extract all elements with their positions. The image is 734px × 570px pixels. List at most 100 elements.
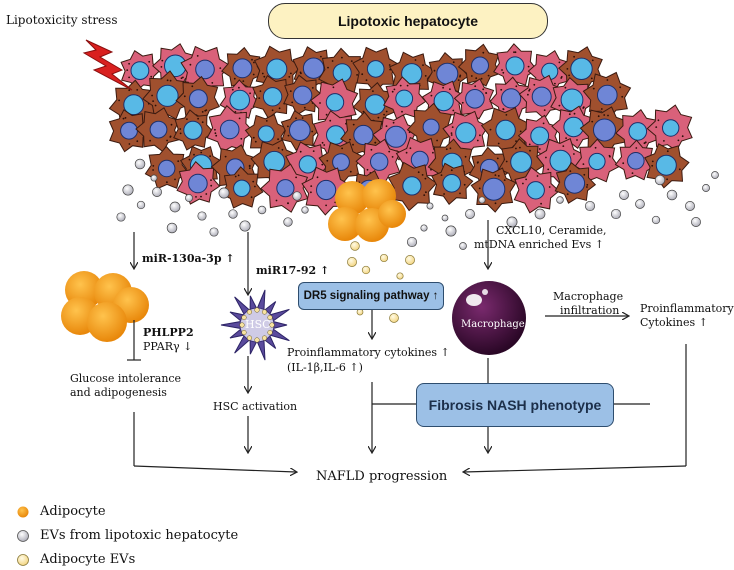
ev-vesicle	[478, 196, 486, 204]
nucleus	[422, 118, 440, 136]
nucleus	[370, 152, 389, 171]
ev-vesicle	[635, 199, 645, 209]
adipo-cytokines-label-2: (IL-1β,IL-6 ↑)	[287, 361, 363, 374]
legend-label-adipocyte-ev: Adipocyte EVs	[40, 552, 136, 567]
ev-vesicle	[283, 217, 293, 227]
nucleus	[326, 125, 346, 145]
macrophage-cell-label: Macrophage	[461, 319, 525, 330]
evs-label-2: mtDNA enriched Evs ↑	[474, 238, 605, 251]
ev-vesicle	[459, 242, 467, 250]
adipocyte-ev-vesicle	[396, 272, 404, 280]
adipocyte-ev-vesicle	[361, 265, 371, 275]
hepatic-stellate-cell	[220, 289, 290, 361]
ev-vesicle	[116, 212, 126, 222]
nucleus	[364, 94, 386, 115]
fibrosis-label: Fibrosis NASH phenotype	[428, 397, 602, 413]
nucleus	[385, 125, 407, 148]
hsc-activation-label: HSC activation	[213, 400, 298, 413]
nucleus	[232, 58, 253, 79]
ev-vesicle	[702, 184, 710, 192]
legend-ev-dot	[17, 530, 29, 542]
ev-vesicle	[654, 174, 666, 186]
nucleus	[149, 120, 168, 139]
nucleus	[510, 151, 532, 173]
ev-vesicle	[166, 222, 178, 234]
ev-vesicle	[420, 224, 428, 232]
nucleus	[395, 89, 414, 108]
nucleus	[563, 116, 584, 138]
nucleus	[465, 89, 485, 109]
nucleus	[266, 58, 288, 80]
phlpp2-label: PHLPP2	[143, 326, 194, 339]
nucleus	[433, 91, 454, 112]
macrophage-cell	[452, 281, 526, 355]
ev-vesicle	[152, 187, 162, 197]
nucleus	[302, 57, 325, 79]
nucleus	[655, 154, 677, 176]
nucleus	[130, 61, 150, 80]
ev-vesicle	[301, 206, 309, 214]
ev-vesicle	[209, 227, 219, 237]
adipocyte-cluster-left	[61, 271, 149, 342]
nucleus	[531, 86, 552, 107]
infiltration-label-1: Macrophage	[553, 290, 624, 303]
nucleus	[402, 176, 422, 196]
nucleus	[158, 159, 176, 178]
nucleus	[588, 152, 606, 171]
ev-vesicle	[257, 205, 267, 215]
nucleus	[257, 125, 275, 143]
nucleus	[366, 60, 385, 78]
ev-vesicle	[711, 171, 719, 179]
nafld-label: NAFLD progression	[316, 469, 448, 484]
nucleus	[564, 172, 586, 194]
nucleus	[505, 56, 525, 76]
nucleus	[156, 84, 179, 107]
ev-vesicle	[228, 209, 238, 219]
mirna-17-92-label: miR17-92 ↑	[256, 264, 330, 277]
hepatocyte-layer	[108, 43, 693, 216]
nucleus	[627, 152, 645, 170]
ppar-label: PPARγ ↓	[143, 340, 193, 353]
fibrosis-box: Fibrosis NASH phenotype	[416, 383, 614, 427]
glucose-label-2: and adipogenesis	[70, 386, 167, 399]
nucleus	[325, 93, 345, 112]
nucleus	[263, 150, 286, 173]
ev-vesicle	[685, 201, 695, 211]
legend-label-ev: EVs from lipotoxic hepatocyte	[40, 528, 239, 543]
ev-vesicle	[534, 208, 546, 220]
legend-label-adipocyte: Adipocyte	[40, 504, 106, 519]
adipocyte-ev-vesicle	[405, 255, 415, 265]
arrow-right-to-nafld	[464, 465, 687, 472]
ev-vesicle	[666, 189, 678, 201]
adipocyte-ev-vesicle	[347, 257, 357, 267]
infiltration-label-2: infiltration	[560, 304, 620, 317]
right-cytokines-label-1: Proinflammatory	[640, 302, 734, 315]
ev-vesicle	[465, 209, 475, 219]
nucleus	[530, 126, 550, 146]
nucleus	[570, 57, 593, 81]
nucleus	[189, 89, 208, 109]
nucleus	[332, 153, 350, 172]
adipo-cytokines-label-1: Proinflammatory cytokines ↑	[287, 346, 450, 359]
ev-vesicle	[406, 236, 418, 248]
nucleus	[262, 87, 283, 107]
mirna-130a-label: miR-130a-3p ↑	[142, 252, 235, 265]
inhibition-left	[127, 320, 141, 361]
ev-vesicle	[134, 158, 146, 170]
nucleus	[482, 177, 506, 201]
adipocyte-ev-vesicle	[350, 241, 360, 251]
lightning-bolt-icon	[82, 39, 133, 91]
nucleus	[495, 119, 516, 141]
dr5-pathway-label: DR5 signaling pathway ↑	[303, 290, 439, 302]
ev-vesicle	[651, 215, 661, 225]
legend-adipocyte-ev-dot	[17, 554, 29, 566]
nucleus	[662, 119, 680, 137]
nucleus	[123, 94, 145, 116]
ev-vesicle	[441, 214, 449, 222]
nucleus	[442, 174, 462, 193]
ev-vesicle	[292, 191, 302, 201]
arrow-left-to-nafld	[133, 465, 296, 472]
ev-vesicle	[445, 225, 457, 237]
ev-vesicle	[185, 194, 193, 202]
